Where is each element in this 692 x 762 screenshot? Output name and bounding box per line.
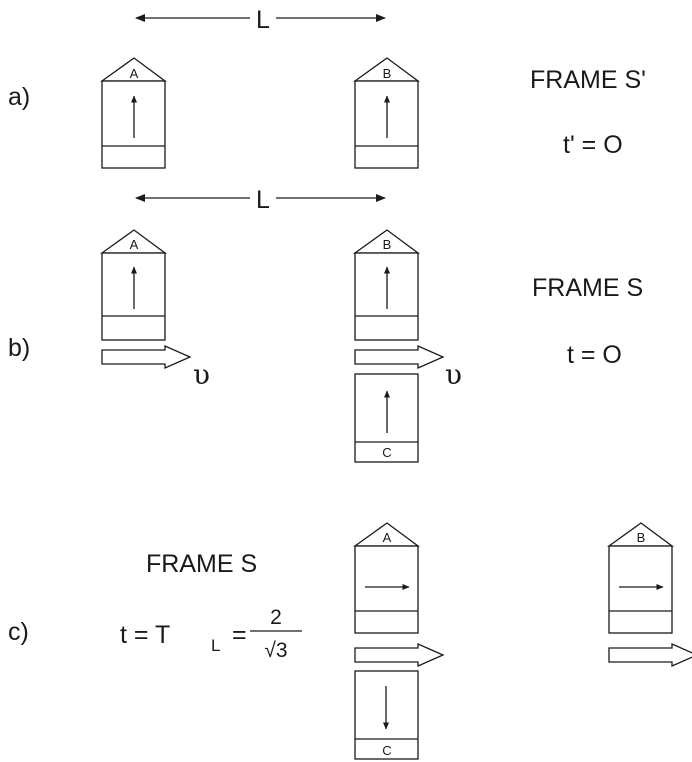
distance-arrow-b: L [135, 186, 386, 214]
frame-label-a: FRAME S' [530, 66, 646, 94]
velocity-arrow-b: υ [354, 345, 462, 391]
clock-label-c: C [382, 445, 391, 460]
frame-label-c: FRAME S [146, 550, 257, 578]
frame-label-b: FRAME S [532, 274, 643, 302]
fraction-numerator: 2 [270, 606, 282, 629]
distance-label-a: L [256, 6, 270, 34]
time-prefix-c: t = T [120, 621, 170, 649]
time-formula-c: t = T L = 2 √3 [120, 606, 302, 662]
clock-a-part-b: A [99, 229, 167, 341]
time-label-b: t = O [567, 341, 622, 369]
clock-b-part-a: B [352, 57, 420, 169]
velocity-label-b: υ [445, 358, 462, 391]
velocity-label-a: υ [193, 358, 210, 391]
clock-a-part-a: A [99, 57, 167, 169]
clock-label-b: B [383, 237, 392, 252]
part-b: b) L A υ B υ [8, 186, 643, 463]
clock-label-b: B [383, 66, 392, 81]
fraction-denominator: √3 [264, 639, 287, 662]
clock-a-part-c: A [352, 522, 420, 634]
time-equals-c: = [232, 621, 247, 649]
clock-b-part-c: B [606, 522, 674, 634]
distance-arrow-a: L [135, 6, 386, 34]
velocity-arrow-c-b [608, 643, 692, 667]
clock-label-c: C [382, 743, 391, 758]
clock-c-part-b: C [354, 373, 419, 463]
clock-label-a: A [130, 237, 139, 252]
part-c: c) FRAME S t = T L = 2 √3 A C [8, 522, 692, 760]
time-subscript-c: L [211, 636, 220, 655]
part-c-label: c) [8, 618, 29, 646]
clock-label-a: A [383, 530, 392, 545]
time-label-a: t' = O [563, 131, 623, 159]
clock-b-part-b: B [352, 229, 420, 341]
velocity-arrow-a: υ [101, 345, 210, 391]
velocity-arrow-c-a [354, 643, 445, 667]
distance-label-b: L [256, 186, 270, 214]
clock-label-b: B [637, 530, 646, 545]
part-a: a) L A B FRAME S' t' = O [8, 6, 646, 169]
part-a-label: a) [8, 83, 30, 111]
clock-label-a: A [130, 66, 139, 81]
part-b-label: b) [8, 334, 30, 362]
clock-c-part-c: C [354, 670, 419, 760]
